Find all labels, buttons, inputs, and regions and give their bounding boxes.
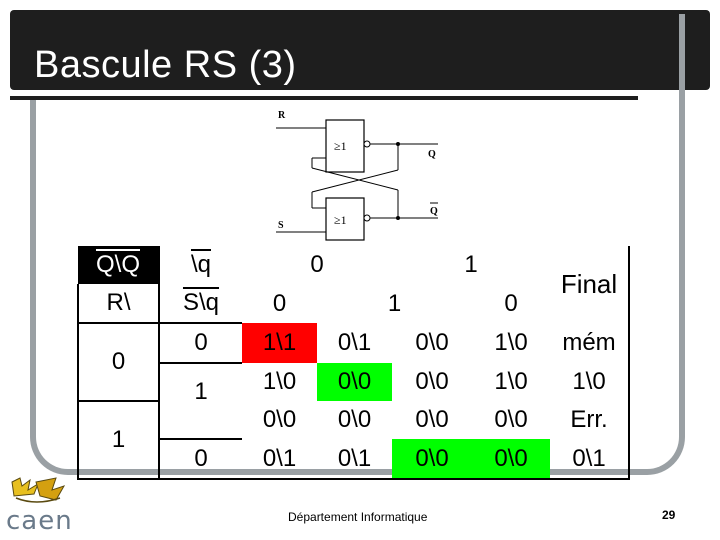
output-q-label: Q [428,149,436,160]
table-cell: 0\0 [262,406,297,433]
table-cell: 0\0 [415,368,449,395]
table-cell: 1\1 [242,323,317,363]
input-r-label: R [278,110,286,121]
input-s-label: S [278,220,284,231]
footer-department: Département Informatique [288,510,428,524]
table-cell: Err. [550,401,630,439]
s-zero-header-2: 0 [504,289,518,317]
r-value-cell: 1 [77,401,159,480]
table-cell: 0\0 [415,406,449,433]
table-cell: 1\0 [494,368,528,395]
table-cell: 0\0 [472,439,550,480]
q-header: \q [158,246,242,284]
logo-text: caen [6,506,73,536]
truth-table: Q\Q \q 0 1 Final R\ S\q 0 1 0 0 0 1\1 0\… [77,246,630,480]
s-header: S\q [158,284,242,323]
university-logo-icon [11,477,66,503]
nor-gate-top [325,119,365,173]
table-cell: 1\0 [550,363,630,401]
output-qbar-label: Q [430,206,438,217]
table-row: 0 0\1 0\1 0\0 0\0 0\1 [78,438,630,480]
qbar-junction [396,216,400,220]
s-value-cell: 0 [158,322,242,363]
nor-gate-bottom [325,197,365,241]
table-cell: mém [550,323,630,363]
table-cell: 0\1 [550,439,630,480]
slide-frame-edge [679,14,685,214]
q-zero-header: 0 [310,251,324,278]
cross-wire-2 [311,167,399,191]
s-value-cell: 0 [158,438,242,480]
s-value-cell: 1 [158,362,242,439]
table-cell: 0\1 [242,439,317,480]
table-cell: 1\0 [262,368,297,395]
table-cell: 0\0 [415,329,449,356]
table-cell: 0\0 [337,406,372,433]
table-cell: 0\1 [317,439,392,480]
header-row-1: Q\Q \q 0 1 Final [78,246,630,323]
table-row: 1 1\0 0\0 0\0 1\0 1\0 [78,362,630,439]
gate-top-label: ≥1 [334,139,347,153]
r-header: R\ [77,284,159,323]
cross-wire-1 [311,169,399,193]
corner-header: Q\Q [78,246,159,284]
header-row-2: R\ S\q 0 1 0 [77,284,629,323]
s-one-header: 1 [387,289,402,317]
table-row: 1 0\0 0\0 0\0 0\0 Err. [77,401,630,480]
title-bar: Bascule RS (3) [10,10,710,90]
table-cell: 0\0 [494,406,528,433]
table-cell: 0\1 [337,329,372,356]
title-underline [10,96,638,100]
gate-bottom-label: ≥1 [334,213,347,227]
rs-latch-diagram: R ≥1 Q ≥1 S Q [276,110,438,241]
table-row: 0 0 1\1 0\1 0\0 1\0 mém [77,322,630,402]
q-one-header: 1 [464,251,478,278]
table-cell: 0\0 [317,363,392,401]
gate-bottom-inverter [363,214,371,222]
final-header: Final [550,246,630,323]
table-cell: 0\0 [392,439,472,480]
table-cell: 1\0 [494,329,528,356]
page-number: 29 [662,508,676,522]
slide-title: Bascule RS (3) [34,44,297,86]
gate-top-inverter [363,140,371,148]
s-zero-header: 0 [272,289,287,317]
r-value-cell: 0 [77,322,159,402]
